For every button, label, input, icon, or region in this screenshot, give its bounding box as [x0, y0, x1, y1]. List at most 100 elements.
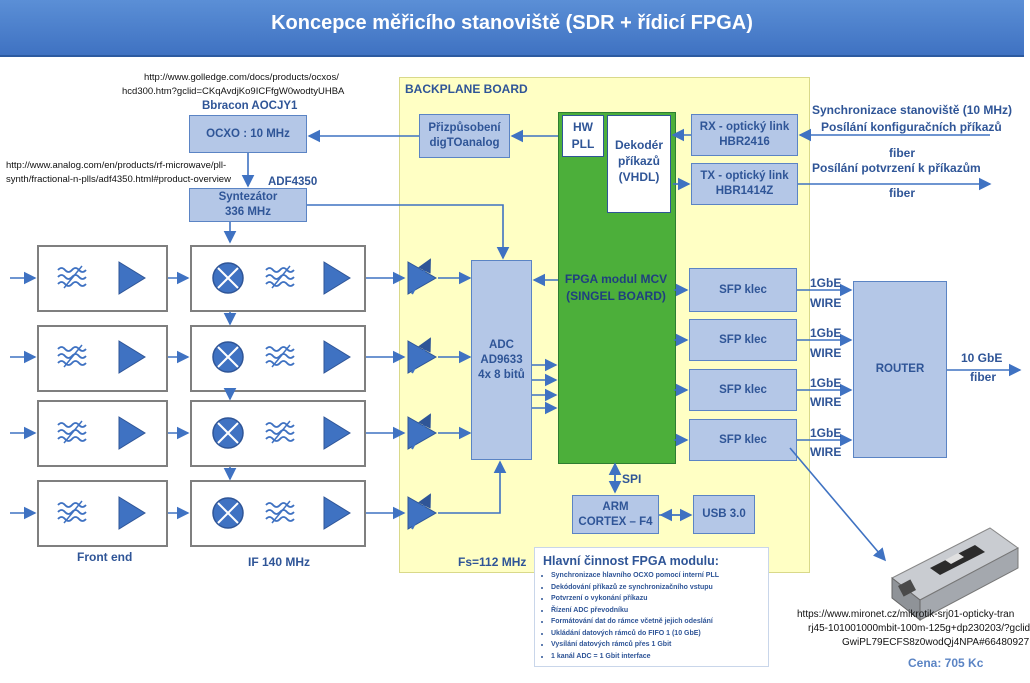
- gbe-label-3: 1GbE: [810, 376, 842, 390]
- amplifier-icon: [118, 496, 146, 530]
- vga-amplifier-icon: [408, 339, 436, 373]
- if-label: IF 140 MHz: [248, 555, 311, 569]
- sfp-url-line-2[interactable]: rj45-101001000mbit-100m-125g+dp230203/?g…: [808, 623, 1030, 634]
- hw-pll-block: HW PLL: [562, 115, 604, 157]
- pll-url-line-2[interactable]: synth/fractional-n-plls/adf4350.html#pro…: [6, 174, 231, 185]
- ocxo-url-line-1[interactable]: http://www.golledge.com/docs/products/oc…: [144, 72, 339, 83]
- fiber10-label: fiber: [970, 370, 997, 384]
- ocxo-block: OCXO : 10 MHz: [189, 115, 307, 153]
- info-heading: Hlavní činnost FPGA modulu:: [543, 554, 719, 568]
- price-label: Cena: 705 Kc: [908, 656, 984, 670]
- bandpass-filter-icon: [265, 344, 295, 368]
- sfp-label-2: SFP klec: [719, 333, 767, 346]
- connectors: [10, 128, 1022, 562]
- decoder-block: Dekodér příkazů (VHDL): [607, 115, 671, 213]
- sfp-block-1: SFP klec: [689, 268, 797, 312]
- frontend-frame-3: [37, 400, 168, 467]
- row-1-symbols: [57, 260, 436, 295]
- info-list: Synchronizace hlavního OCXO pomocí inter…: [535, 570, 719, 662]
- row-2-symbols: [57, 339, 436, 374]
- fpga-info-box: Hlavní činnost FPGA modulu: Synchronizac…: [534, 547, 769, 667]
- sfp-module-photo: [891, 527, 1019, 622]
- wire-label-4: WIRE: [810, 445, 842, 459]
- amplifier-icon: [323, 340, 351, 374]
- title-bar: Koncepce měřicího stanoviště (SDR + řídi…: [0, 0, 1024, 57]
- bandpass-filter-icon: [57, 265, 87, 289]
- sfp-url-line-3[interactable]: GwiPL79ECFS8z0wodQj4NPA#66480927: [842, 637, 1030, 648]
- amplifier-icon: [323, 496, 351, 530]
- sfp-block-3: SFP klec: [689, 369, 797, 411]
- gbe-label-1: 1GbE: [810, 276, 842, 290]
- amplifier-icon: [118, 416, 146, 450]
- spi-label: SPI: [622, 472, 642, 486]
- sfp-block-2: SFP klec: [689, 319, 797, 361]
- bandpass-filter-icon: [265, 420, 295, 444]
- info-item: Synchronizace hlavního OCXO pomocí inter…: [551, 570, 719, 582]
- mixer-icon: [212, 497, 244, 529]
- arm-label-1: ARM: [602, 500, 629, 513]
- fpga-label-2: (SINGEL BOARD): [566, 289, 666, 303]
- amplifier-icon: [118, 340, 146, 374]
- synth-label-2: 336 MHz: [224, 206, 271, 218]
- mixer-icon: [212, 262, 244, 294]
- info-item: 1 kanál ADC = 1 Gbit interface: [551, 651, 719, 663]
- fs-label: Fs=112 MHz: [458, 555, 527, 569]
- pll-url-line-1[interactable]: http://www.analog.com/en/products/rf-mic…: [6, 160, 227, 171]
- bbracon-label: Bbracon AOCJY1: [202, 100, 298, 112]
- vga-amplifier-icon: [408, 415, 436, 449]
- sfp-url-line-1[interactable]: https://www.mironet.cz/mikrotik-srj01-op…: [797, 609, 1015, 620]
- gbe-label-4: 1GbE: [810, 426, 842, 440]
- sfp-block-4: SFP klec: [689, 419, 797, 461]
- vga-amplifier-icon: [408, 260, 436, 294]
- decoder-label-1: Dekodér: [614, 138, 664, 152]
- decoder-label-2: příkazů: [617, 154, 660, 168]
- front-end-label: Front end: [77, 550, 133, 564]
- tx-label-2: HBR1414Z: [715, 185, 774, 197]
- dac-label-2: digTOanalog: [429, 137, 500, 149]
- adc-label-2: AD9633: [480, 353, 523, 366]
- dac-label-1: Přizpůsobení: [428, 122, 501, 134]
- vga-amplifier-icon: [408, 495, 436, 529]
- dac-block: Přizpůsobení digTOanalog: [419, 114, 510, 158]
- usb-block: USB 3.0: [693, 495, 755, 534]
- sync-label-2: Posílání konfiguračních příkazů: [821, 120, 1002, 134]
- info-item: Dekódování příkazů ze synchronizačního v…: [551, 582, 719, 594]
- bandpass-filter-icon: [57, 420, 87, 444]
- info-item: Vysílání datových rámců přes 1 Gbit: [551, 639, 719, 651]
- arm-block: ARM CORTEX – F4: [572, 495, 659, 534]
- fiber-label-2: fiber: [889, 186, 916, 200]
- backplane-label: BACKPLANE BOARD: [405, 82, 528, 96]
- info-item: Řízení ADC převodníku: [551, 605, 719, 617]
- hw-pll-label-1: HW: [573, 120, 593, 134]
- rx-label-1: RX - optický link: [699, 121, 790, 133]
- router-block: ROUTER: [853, 281, 947, 458]
- arm-label-2: CORTEX – F4: [578, 515, 653, 528]
- rx-label-2: HBR2416: [719, 136, 770, 148]
- page-title: Koncepce měřicího stanoviště (SDR + řídi…: [271, 12, 753, 34]
- fiber-label-1: fiber: [889, 146, 916, 160]
- bandpass-filter-icon: [57, 500, 87, 524]
- confirm-label: Posílání potvrzení k příkazům: [812, 161, 981, 175]
- row-3-symbols: [57, 415, 436, 450]
- amplifier-icon: [118, 261, 146, 295]
- sfp-label-1: SFP klec: [719, 283, 767, 296]
- synth-label-1: Syntezátor: [218, 191, 278, 203]
- ocxo-label: OCXO : 10 MHz: [206, 127, 290, 140]
- usb-label: USB 3.0: [702, 508, 746, 520]
- sfp-label-4: SFP klec: [719, 433, 767, 446]
- fpga-label-1: FPGA modul MCV: [564, 272, 668, 286]
- synth-block: Syntezátor 336 MHz: [189, 188, 307, 222]
- gbe10-label: 10 GbE: [961, 351, 1003, 365]
- router-label: ROUTER: [875, 363, 925, 375]
- ocxo-url-line-2[interactable]: hcd300.htm?gclid=CKqAvdjKo9ICFfgW0wodtyU…: [122, 86, 345, 97]
- sync-label-1: Synchronizace stanoviště (10 MHz): [812, 103, 1013, 117]
- row-4-symbols: [57, 495, 436, 530]
- info-item: Ukládání datových rámců do FIFO 1 (10 Gb…: [551, 628, 719, 640]
- frontend-frame-2: [37, 325, 168, 392]
- hw-pll-label-2: PLL: [571, 137, 595, 151]
- info-item: Formátování dat do rámce včetně jejich o…: [551, 616, 719, 628]
